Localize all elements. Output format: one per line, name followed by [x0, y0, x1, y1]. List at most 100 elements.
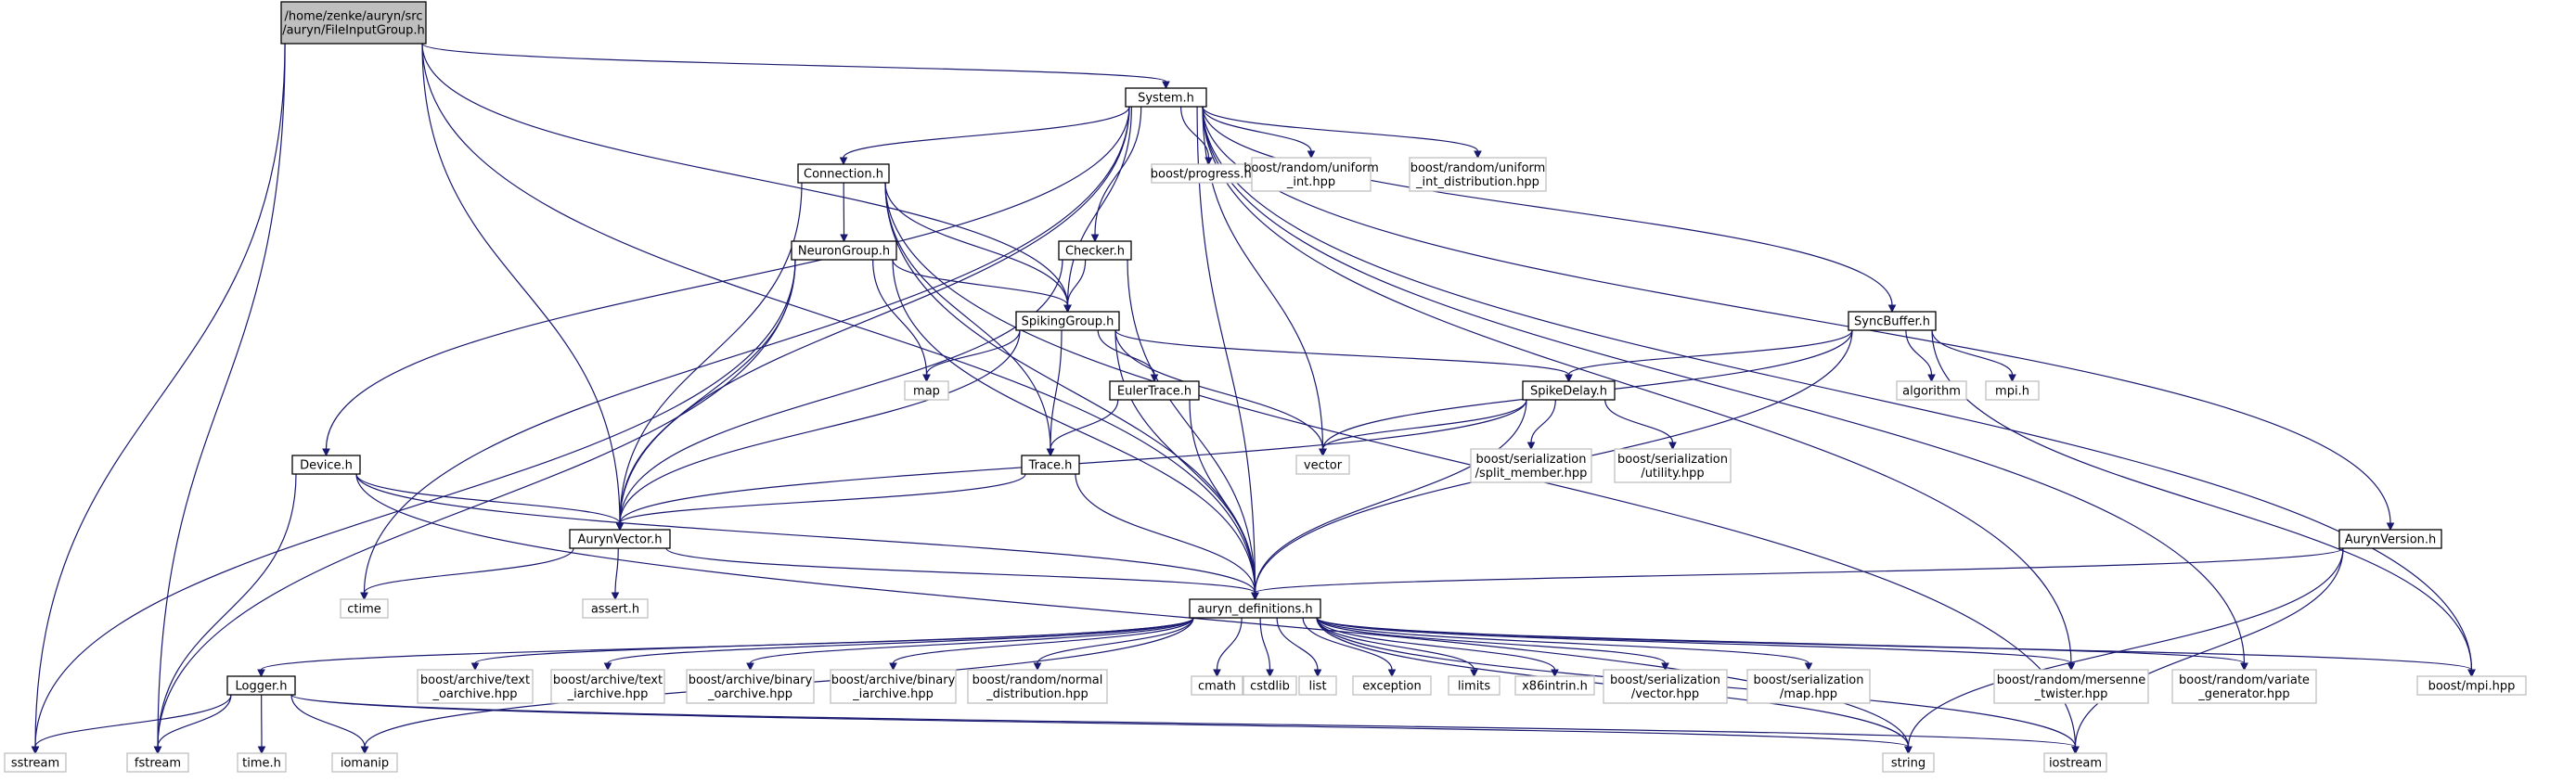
node-spikedelay[interactable]: SpikeDelay.h: [1522, 380, 1616, 401]
node-uniform_int: boost/random/uniform_int.hpp: [1243, 157, 1379, 192]
edge-syncbuffer-to-mpi_h: [1931, 329, 2016, 383]
node-label: /map.hpp: [1780, 687, 1837, 701]
edge-neurongroup-to-aurynvector: [615, 259, 796, 532]
node-limits: limits: [1448, 675, 1501, 696]
edge-defs-to-list: [1276, 617, 1322, 678]
node-label: Trace.h: [1028, 459, 1073, 473]
edge-checker-to-spikinggroup: [1063, 259, 1087, 314]
node-sstream: sstream: [4, 752, 67, 773]
node-label: Logger.h: [236, 680, 288, 694]
node-label: _distribution.hpp: [985, 687, 1088, 701]
node-time_h: time.h: [237, 752, 287, 773]
node-aurynversion[interactable]: AurynVersion.h: [2338, 529, 2442, 549]
node-label: boost/archive/text: [420, 673, 530, 687]
node-label: exception: [1362, 680, 1422, 694]
node-label: _int.hpp: [1286, 175, 1335, 189]
node-syncbuffer[interactable]: SyncBuffer.h: [1848, 311, 1937, 331]
node-trace[interactable]: Trace.h: [1021, 455, 1080, 475]
node-iomanip: iomanip: [331, 752, 398, 773]
node-layer: /home/zenke/auryn/src/auryn/FileInputGro…: [4, 1, 2527, 773]
edge-connection-to-aurynvector: [615, 182, 803, 532]
edge-system-to-uniform_int: [1202, 106, 1316, 160]
node-binary_oarchive: boost/archive/binary_oarchive.hpp: [686, 669, 815, 704]
edge-neurongroup-to-map: [872, 259, 931, 383]
edge-spikedelay-to-ser_utility: [1604, 399, 1677, 451]
edge-system-to-syncbuffer: [1202, 106, 1897, 314]
node-cstdlib: cstdlib: [1243, 675, 1297, 696]
node-label: fstream: [135, 757, 181, 771]
node-variate: boost/random/variate_generator.hpp: [2171, 669, 2317, 704]
node-eulertrace[interactable]: EulerTrace.h: [1109, 380, 1200, 401]
edge-syncbuffer-to-algorithm: [1905, 329, 1936, 383]
node-ser_vector: boost/serialization/vector.hpp: [1603, 669, 1728, 704]
edge-root-to-spikinggroup: [421, 43, 1072, 314]
edge-connection-to-neurongroup: [840, 182, 848, 243]
node-checker[interactable]: Checker.h: [1058, 240, 1132, 261]
node-device[interactable]: Device.h: [291, 455, 361, 475]
node-label: /vector.hpp: [1631, 687, 1699, 701]
edge-root-to-system: [421, 43, 1170, 90]
node-algorithm: algorithm: [1896, 380, 1967, 401]
node-label: SpikeDelay.h: [1530, 385, 1607, 399]
edge-checker-to-defs: [1127, 259, 1259, 601]
node-vector: vector: [1295, 455, 1350, 475]
node-root[interactable]: /home/zenke/auryn/src/auryn/FileInputGro…: [280, 1, 427, 45]
node-boost_mpi: boost/mpi.hpp: [2416, 675, 2527, 696]
node-label: boost/random/variate: [2179, 673, 2310, 687]
node-spikinggroup[interactable]: SpikingGroup.h: [1015, 311, 1120, 331]
node-label: boost/random/uniform: [1243, 161, 1379, 175]
node-label: Device.h: [300, 459, 353, 473]
node-label: SyncBuffer.h: [1854, 315, 1930, 329]
node-label: boost/random/uniform: [1410, 161, 1546, 175]
node-binary_iarchive: boost/archive/binary_iarchive.hpp: [830, 669, 957, 704]
edge-device-to-fstream: [153, 473, 297, 755]
node-label: list: [1308, 680, 1326, 694]
edge-logger-to-time_h: [257, 694, 266, 755]
edge-syncbuffer-to-spikedelay: [1565, 329, 1853, 383]
node-label: iomanip: [341, 757, 389, 771]
node-label: NeuronGroup.h: [798, 245, 890, 259]
node-label: boost/archive/text: [553, 673, 663, 687]
edge-device-to-defs: [355, 473, 1259, 601]
edge-neurongroup-to-sstream: [31, 259, 796, 755]
node-label: boost/serialization: [1753, 673, 1863, 687]
edge-spikinggroup-to-defs: [1114, 329, 1259, 601]
edge-trace-to-defs: [1075, 473, 1259, 601]
node-label: auryn_definitions.h: [1197, 603, 1312, 617]
node-fstream: fstream: [126, 752, 189, 773]
node-label: _oarchive.hpp: [707, 687, 792, 701]
node-label: _int_distribution.hpp: [1415, 175, 1539, 189]
node-label: boost/archive/binary: [831, 673, 956, 687]
node-label: boost/random/normal: [972, 673, 1103, 687]
edge-layer: [31, 43, 2476, 755]
node-logger[interactable]: Logger.h: [226, 675, 296, 696]
edge-defs-to-binary_oarchive: [746, 617, 1194, 672]
node-label: assert.h: [591, 603, 639, 617]
node-defs[interactable]: auryn_definitions.h: [1189, 598, 1321, 619]
node-connection[interactable]: Connection.h: [797, 163, 890, 184]
node-label: /auryn/FileInputGroup.h: [282, 24, 425, 38]
edge-spikedelay-to-split_member: [1526, 399, 1556, 451]
node-label: sstream: [11, 757, 59, 771]
edge-root-to-fstream: [153, 43, 286, 755]
node-label: algorithm: [1902, 385, 1961, 399]
edge-spikedelay-to-vector: [1319, 399, 1527, 457]
edge-aurynvector-to-assert: [611, 547, 620, 601]
edge-defs-to-normal_dist: [1033, 617, 1194, 672]
node-label: AurynVector.h: [577, 533, 662, 547]
node-label: /utility.hpp: [1641, 467, 1704, 481]
edge-system-to-aurynversion: [1202, 106, 2395, 532]
node-neurongroup[interactable]: NeuronGroup.h: [791, 240, 897, 261]
node-label: System.h: [1138, 92, 1194, 106]
node-label: Connection.h: [804, 168, 883, 182]
edge-aurynversion-to-defs: [1251, 547, 2344, 601]
edge-aurynversion-to-string: [1904, 547, 2344, 755]
node-system[interactable]: System.h: [1125, 87, 1207, 108]
node-uniform_int_dist: boost/random/uniform_int_distribution.hp…: [1409, 157, 1547, 192]
node-label: _iarchive.hpp: [567, 687, 649, 701]
edge-logger-to-string: [290, 694, 1913, 755]
edge-logger-to-iomanip: [290, 694, 369, 755]
node-assert: assert.h: [582, 598, 649, 619]
node-aurynvector[interactable]: AurynVector.h: [569, 529, 671, 549]
